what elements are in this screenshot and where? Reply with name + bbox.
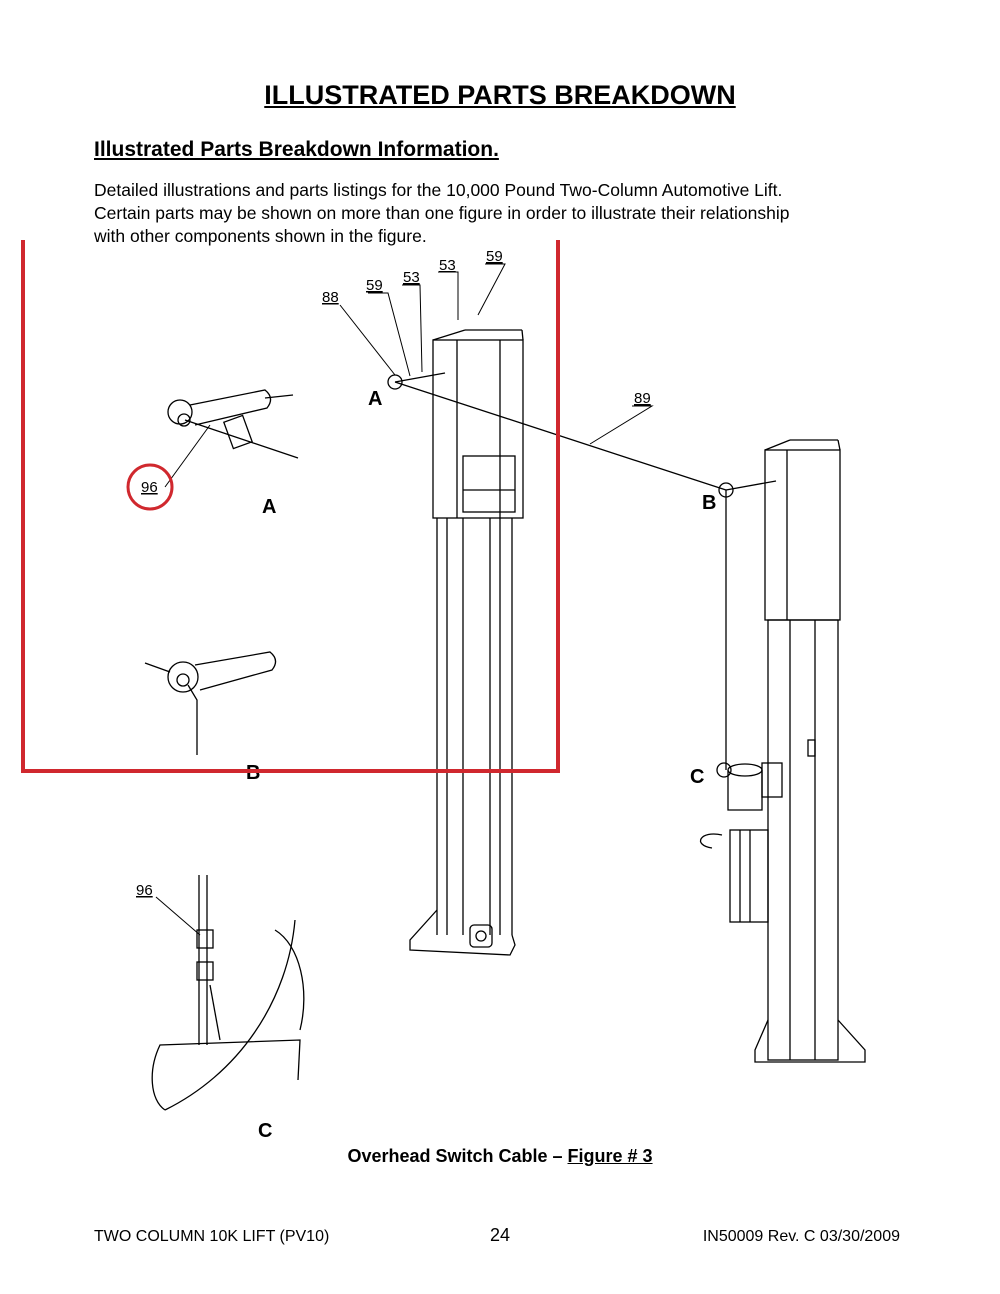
figure-caption: Overhead Switch Cable – Figure # 3 <box>0 1146 1000 1167</box>
callout-53: 53 <box>439 257 456 274</box>
overhead-switch-cable-figure: 88 59 53 53 59 89 96 96 A A B B C C <box>21 240 866 1140</box>
page-title: ILLUSTRATED PARTS BREAKDOWN <box>264 80 736 110</box>
page-number: 24 <box>489 1225 511 1245</box>
figure-reference: Figure # 3 <box>567 1146 653 1166</box>
section-heading: Illustrated Parts Breakdown Information. <box>94 138 499 161</box>
intro-paragraph: Detailed illustrations and parts listing… <box>94 179 894 248</box>
callout-89: 89 <box>634 390 651 407</box>
left-column <box>409 329 524 956</box>
footer-document-title: TWO COLUMN 10K LIFT (PV10) <box>94 1228 330 1245</box>
detail-c-marker <box>716 762 732 778</box>
highlight-box <box>21 240 560 773</box>
callout-96: 96 <box>141 479 158 496</box>
callout-53: 53 <box>403 269 420 286</box>
intro-line: with other components shown in the figur… <box>94 226 427 246</box>
caption-text: Overhead Switch Cable – <box>347 1146 568 1166</box>
right-column <box>754 439 866 1063</box>
label-c: C <box>690 766 704 788</box>
detail-b-marker <box>718 482 734 498</box>
label-a-detail: A <box>262 496 276 518</box>
callout-59: 59 <box>486 248 503 265</box>
detail-c-illustration <box>151 875 305 1111</box>
label-b: B <box>702 492 716 514</box>
footer-revision: IN50009 Rev. C 03/30/2009 <box>702 1228 900 1245</box>
highlight-circle <box>126 463 174 511</box>
detail-b-illustration <box>144 651 277 755</box>
callout-96: 96 <box>136 882 153 899</box>
intro-line: Certain parts may be shown on more than … <box>94 203 790 223</box>
power-unit <box>699 762 783 923</box>
label-c-detail: C <box>258 1120 272 1140</box>
detail-a-illustration <box>167 389 299 459</box>
callout-88: 88 <box>322 289 339 306</box>
callout-59: 59 <box>366 277 383 294</box>
intro-line: Detailed illustrations and parts listing… <box>94 180 783 200</box>
label-a: A <box>368 388 382 410</box>
overhead-cable <box>394 381 727 491</box>
